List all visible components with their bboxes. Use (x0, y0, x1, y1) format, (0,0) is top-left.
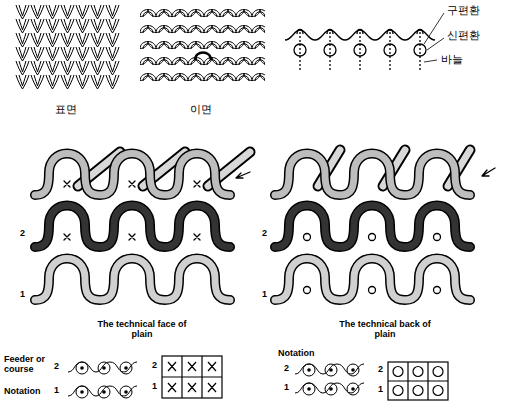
course-number: 2 (54, 362, 59, 372)
needle-label: 바늘 (441, 54, 463, 66)
course-number: 2 (20, 229, 25, 239)
course-number: 2 (152, 361, 157, 371)
course-number: 1 (20, 290, 25, 300)
course-number: 1 (262, 290, 267, 300)
fabric-side-label: 표면 (55, 104, 77, 116)
course-number: 2 (378, 365, 383, 375)
loop-label: 구편환 (447, 5, 480, 17)
row-heading: Feeder or course (4, 355, 52, 375)
loop-label: 신편환 (447, 30, 480, 42)
row-heading: Notation (4, 387, 41, 397)
fabric-side-label: 이면 (190, 104, 212, 116)
course-number: 2 (262, 229, 267, 239)
course-number: 1 (284, 383, 289, 393)
course-number: 1 (378, 385, 383, 395)
figure-caption: The technical face of plain (92, 320, 192, 340)
course-number: 2 (284, 364, 289, 374)
figure-caption: The technical back of plain (335, 320, 435, 340)
course-number: 1 (54, 386, 59, 396)
course-number: 1 (152, 382, 157, 392)
row-heading: Notation (278, 349, 315, 359)
